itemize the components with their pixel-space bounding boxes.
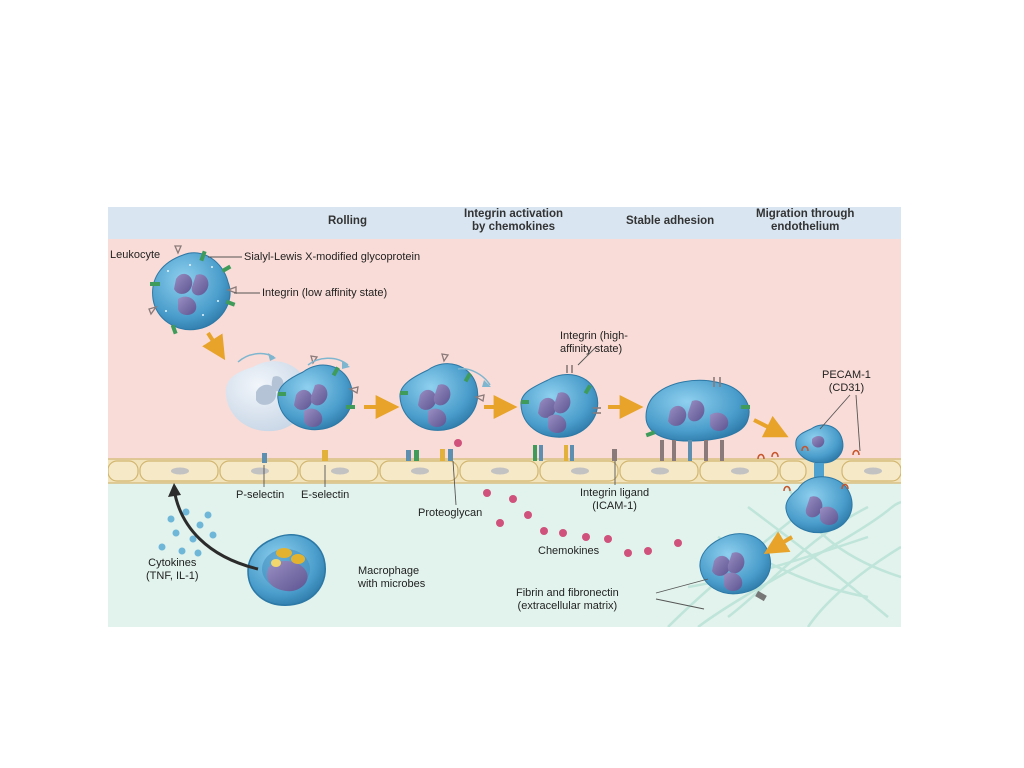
label-leukocyte: Leukocyte — [110, 249, 161, 261]
cytokine-dots — [158, 508, 217, 557]
label-p-selectin: P-selectin — [236, 489, 285, 501]
label-fibrin-line1: Fibrin and fibronectin — [516, 587, 619, 599]
cytokine-arrowhead — [168, 483, 181, 497]
header-rolling: Rolling — [328, 215, 367, 227]
header-stable-adhesion: Stable adhesion — [626, 215, 715, 227]
cytokine-signal-arrow — [172, 488, 259, 571]
migrated-leukocyte-icon — [699, 533, 771, 602]
label-integrin-low: Integrin (low affinity state) — [262, 287, 388, 299]
transmigrating-leukocyte-icon — [785, 424, 853, 533]
leukocyte-icon — [148, 245, 237, 335]
label-proteoglycan: Proteoglycan — [418, 507, 483, 519]
label-e-selectin: E-selectin — [301, 489, 350, 501]
label-cytokines-line2: (TNF, IL-1) — [146, 570, 199, 582]
label-integrin-ligand-line2: (ICAM-1) — [592, 500, 637, 512]
header-migration-line1: Migration through — [756, 208, 855, 220]
diagram-canvas — [108, 207, 901, 627]
tissue-area — [108, 483, 901, 627]
label-integrin-ligand: Integrin ligand (ICAM-1) — [580, 487, 649, 513]
vessel-lumen — [108, 239, 901, 459]
label-macrophage: Macrophage with microbes — [358, 565, 425, 591]
label-fibrin: Fibrin and fibronectin (extracellular ma… — [516, 587, 619, 613]
header-migration-line2: endothelium — [771, 221, 840, 233]
label-cytokines: Cytokines (TNF, IL-1) — [146, 557, 199, 583]
activated-leukocyte-icon — [520, 365, 601, 438]
label-pecam: PECAM-1 (CD31) — [822, 369, 871, 395]
step-arrows — [202, 331, 794, 554]
leukocyte-recruitment-diagram: Rolling Integrin activation by chemokine… — [108, 207, 901, 627]
label-integrin-high-line1: Integrin (high- — [560, 330, 628, 342]
rolling-leukocyte-icon — [277, 355, 359, 431]
macrophage-icon — [247, 534, 326, 606]
selectins-and-integrins — [262, 440, 860, 492]
header-integrin-activation: Integrin activation by chemokines — [464, 208, 563, 234]
label-integrin-high: Integrin (high- affinity state) — [560, 330, 628, 356]
adherent-leukocyte-icon — [645, 377, 750, 442]
rolling-motion-arrows — [237, 352, 491, 387]
label-pecam-line1: PECAM-1 — [822, 369, 871, 381]
label-macrophage-line2: with microbes — [358, 578, 426, 590]
label-chemokines: Chemokines — [538, 545, 600, 557]
label-fibrin-line2: (extracellular matrix) — [517, 600, 618, 612]
label-macrophage-line1: Macrophage — [358, 565, 420, 577]
label-pecam-line2: (CD31) — [828, 382, 865, 394]
leader-lines — [208, 256, 861, 610]
endothelium — [108, 458, 901, 484]
header-band — [108, 207, 901, 239]
label-cytokines-line1: Cytokines — [148, 557, 197, 569]
header-integrin-activation-line2: by chemokines — [471, 221, 556, 233]
label-integrin-high-line2: affinity state) — [560, 343, 623, 355]
chemokine-dots — [454, 439, 682, 557]
header-migration: Migration through endothelium — [756, 208, 854, 234]
label-integrin-ligand-line1: Integrin ligand — [580, 487, 650, 499]
chemokine-activation-leukocyte-icon — [399, 353, 485, 431]
header-integrin-activation-line1: Integrin activation — [464, 208, 564, 220]
label-sialyl-lewis: Sialyl-Lewis X-modified glycoprotein — [244, 251, 421, 263]
